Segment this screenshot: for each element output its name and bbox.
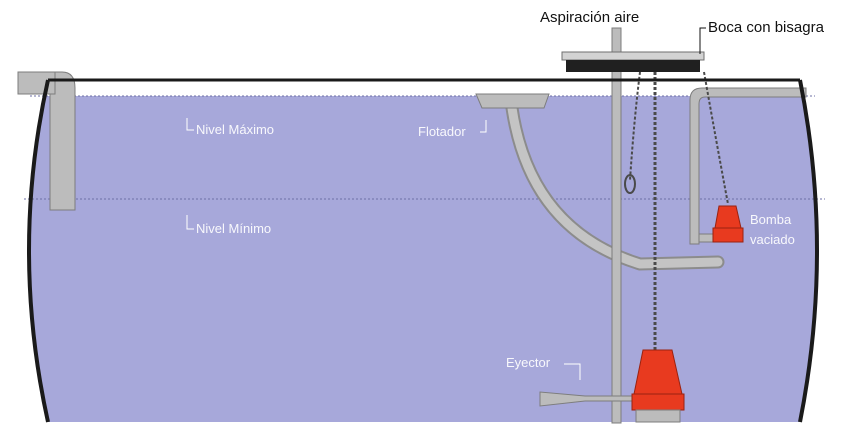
ejector-pump [631, 349, 685, 423]
tank-outline [27, 78, 819, 423]
label-aspiracion-aire: Aspiración aire [540, 9, 639, 26]
boca-leader [699, 27, 706, 54]
label-bomba: Bomba [750, 212, 792, 227]
label-nivel-maximo: Nivel Máximo [196, 122, 274, 137]
label-nivel-minimo: Nivel Mínimo [196, 221, 271, 236]
hanging-loop-chain [624, 71, 641, 194]
inlet-pipe [17, 71, 76, 211]
float-hose [505, 101, 725, 271]
leader-lines [186, 118, 581, 380]
label-eyector: Eyector [506, 355, 551, 370]
hinged-manhole [561, 51, 705, 72]
drain-pump [712, 205, 744, 243]
air-suction-pipe [611, 27, 622, 424]
label-vaciado: vaciado [750, 232, 795, 247]
label-flotador: Flotador [418, 124, 466, 139]
label-boca-con-bisagra: Boca con bisagra [708, 19, 825, 36]
drain-pump-chain [703, 71, 729, 205]
float-device [475, 93, 550, 109]
